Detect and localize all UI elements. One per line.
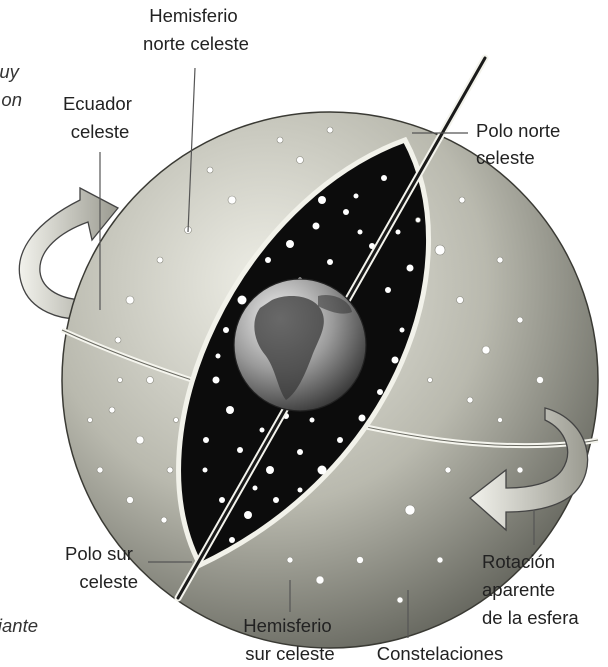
label-apparent-rotation: Rotación aparente de la esfera (482, 551, 579, 628)
earth-globe (234, 279, 366, 411)
label-constellations: Constelaciones (377, 643, 504, 664)
label-north-pole: Polo norte celeste (476, 120, 565, 168)
clipped-text-bottom-left: iante (0, 615, 38, 636)
label-north-hemisphere: Hemisferio norte celeste (143, 5, 249, 54)
clipped-text-top-left: muy on (0, 61, 24, 110)
label-south-pole: Polo sur celeste (65, 543, 138, 592)
label-celestial-equator: Ecuador celeste (63, 93, 137, 142)
